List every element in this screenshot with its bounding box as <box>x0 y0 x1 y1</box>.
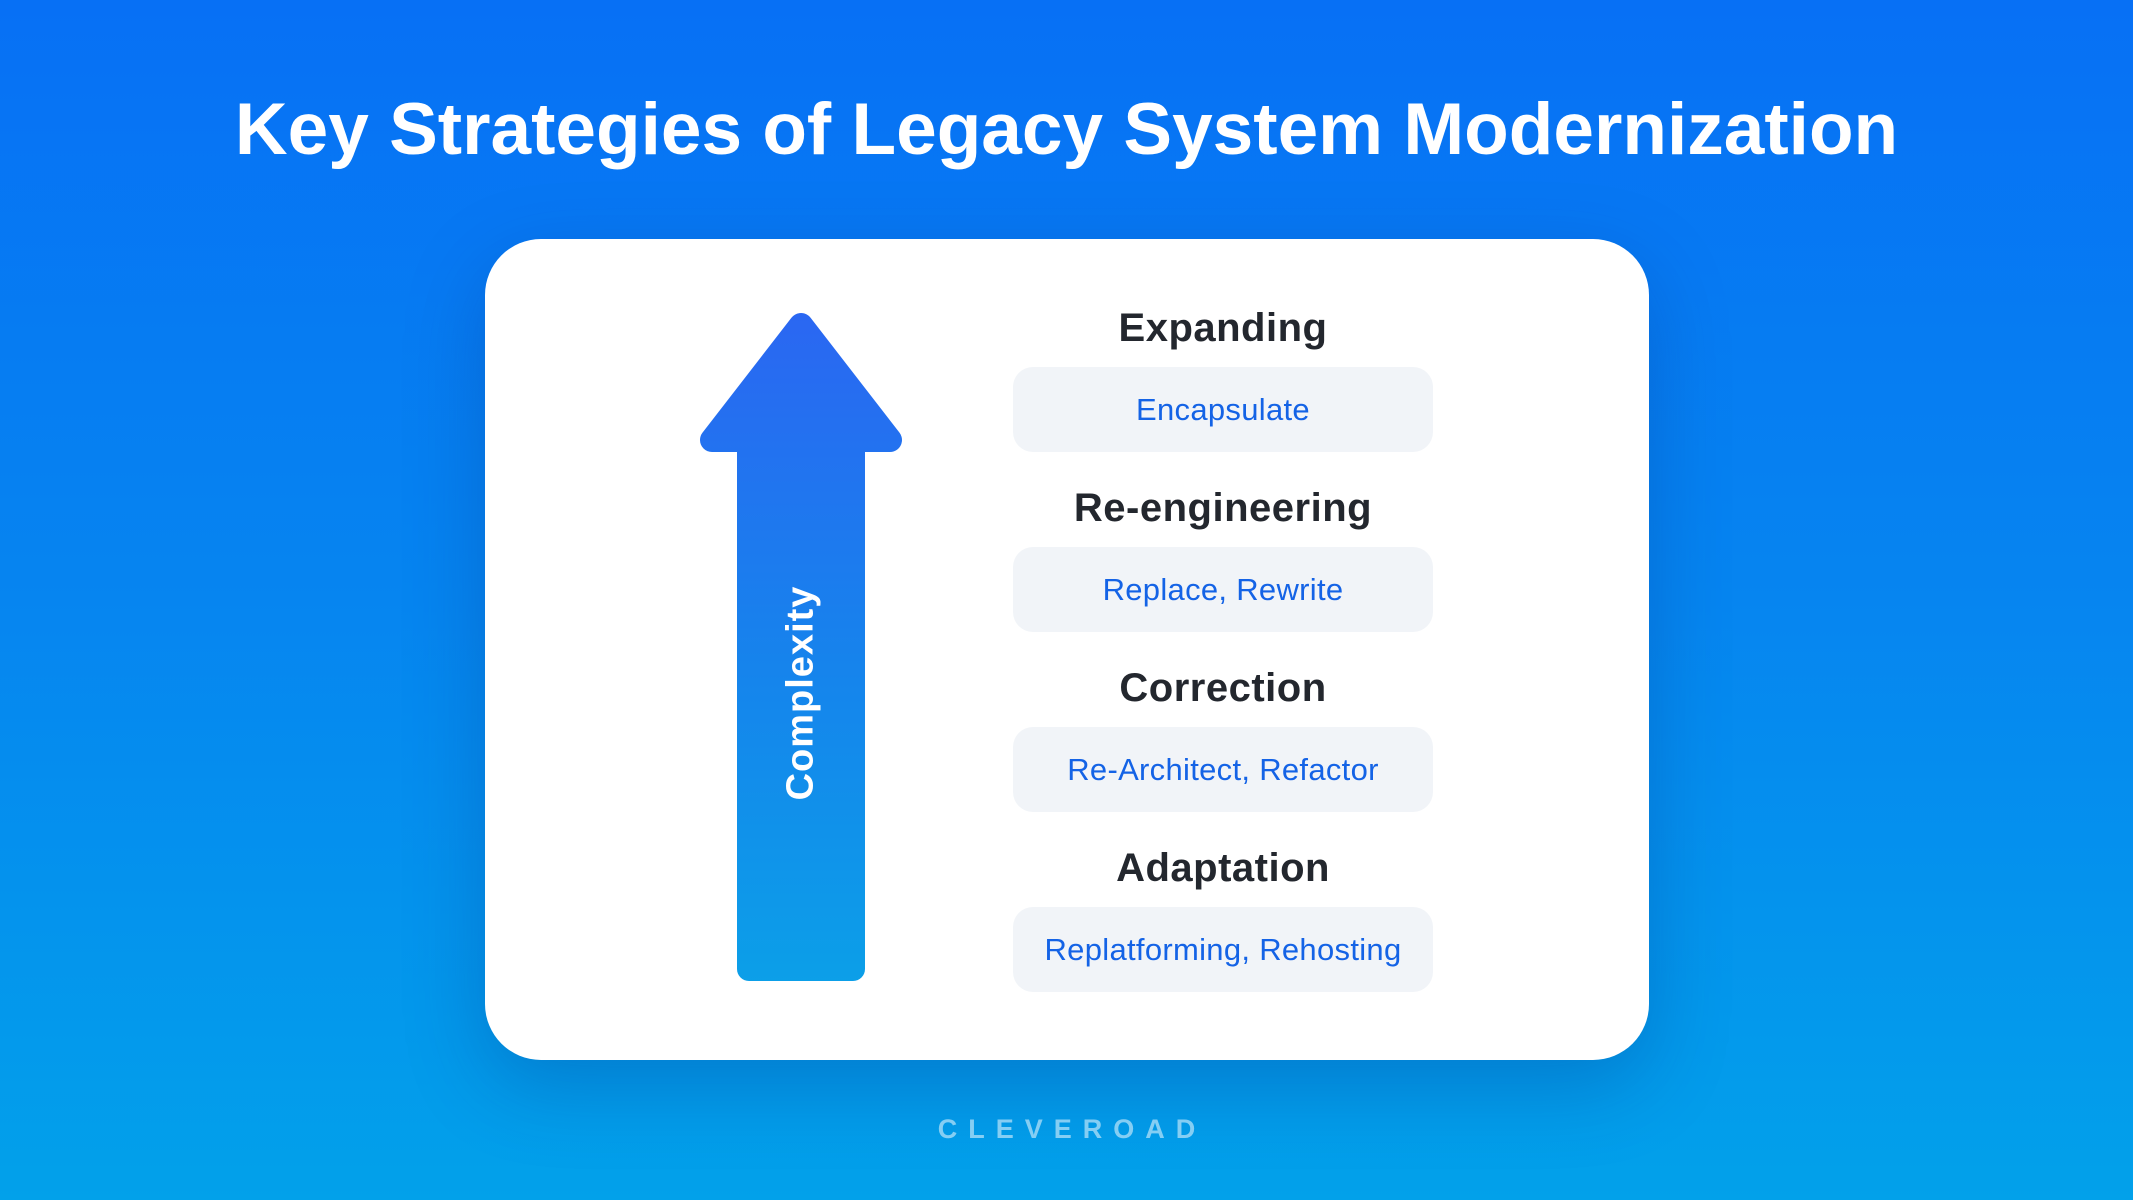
method-pill-adaptation: Replatforming, Rehosting <box>1013 907 1433 992</box>
method-pill-re-engineering: Replace, Rewrite <box>1013 547 1433 632</box>
method-pill-correction: Re-Architect, Refactor <box>1013 727 1433 812</box>
section-title-correction: Correction <box>1119 666 1327 710</box>
cleveroad-logo: CLEVEROAD <box>937 1114 1207 1144</box>
section-title-adaptation: Adaptation <box>1116 846 1330 890</box>
complexity-axis-label: Complexity <box>779 585 822 801</box>
section-title-expanding: Expanding <box>1118 306 1328 350</box>
method-pill-adaptation-label: Replatforming, Rehosting <box>1044 931 1402 967</box>
method-pill-expanding: Encapsulate <box>1013 367 1433 452</box>
method-pill-expanding-label: Encapsulate <box>1136 391 1310 427</box>
section-title-re-engineering: Re-engineering <box>1073 486 1373 530</box>
page-title: Key Strategies of Legacy System Moderniz… <box>234 89 1899 170</box>
method-pill-correction-label: Re-Architect, Refactor <box>1067 751 1379 787</box>
complexity-arrow-icon <box>700 313 902 981</box>
method-pill-re-engineering-label: Replace, Rewrite <box>1102 571 1344 607</box>
